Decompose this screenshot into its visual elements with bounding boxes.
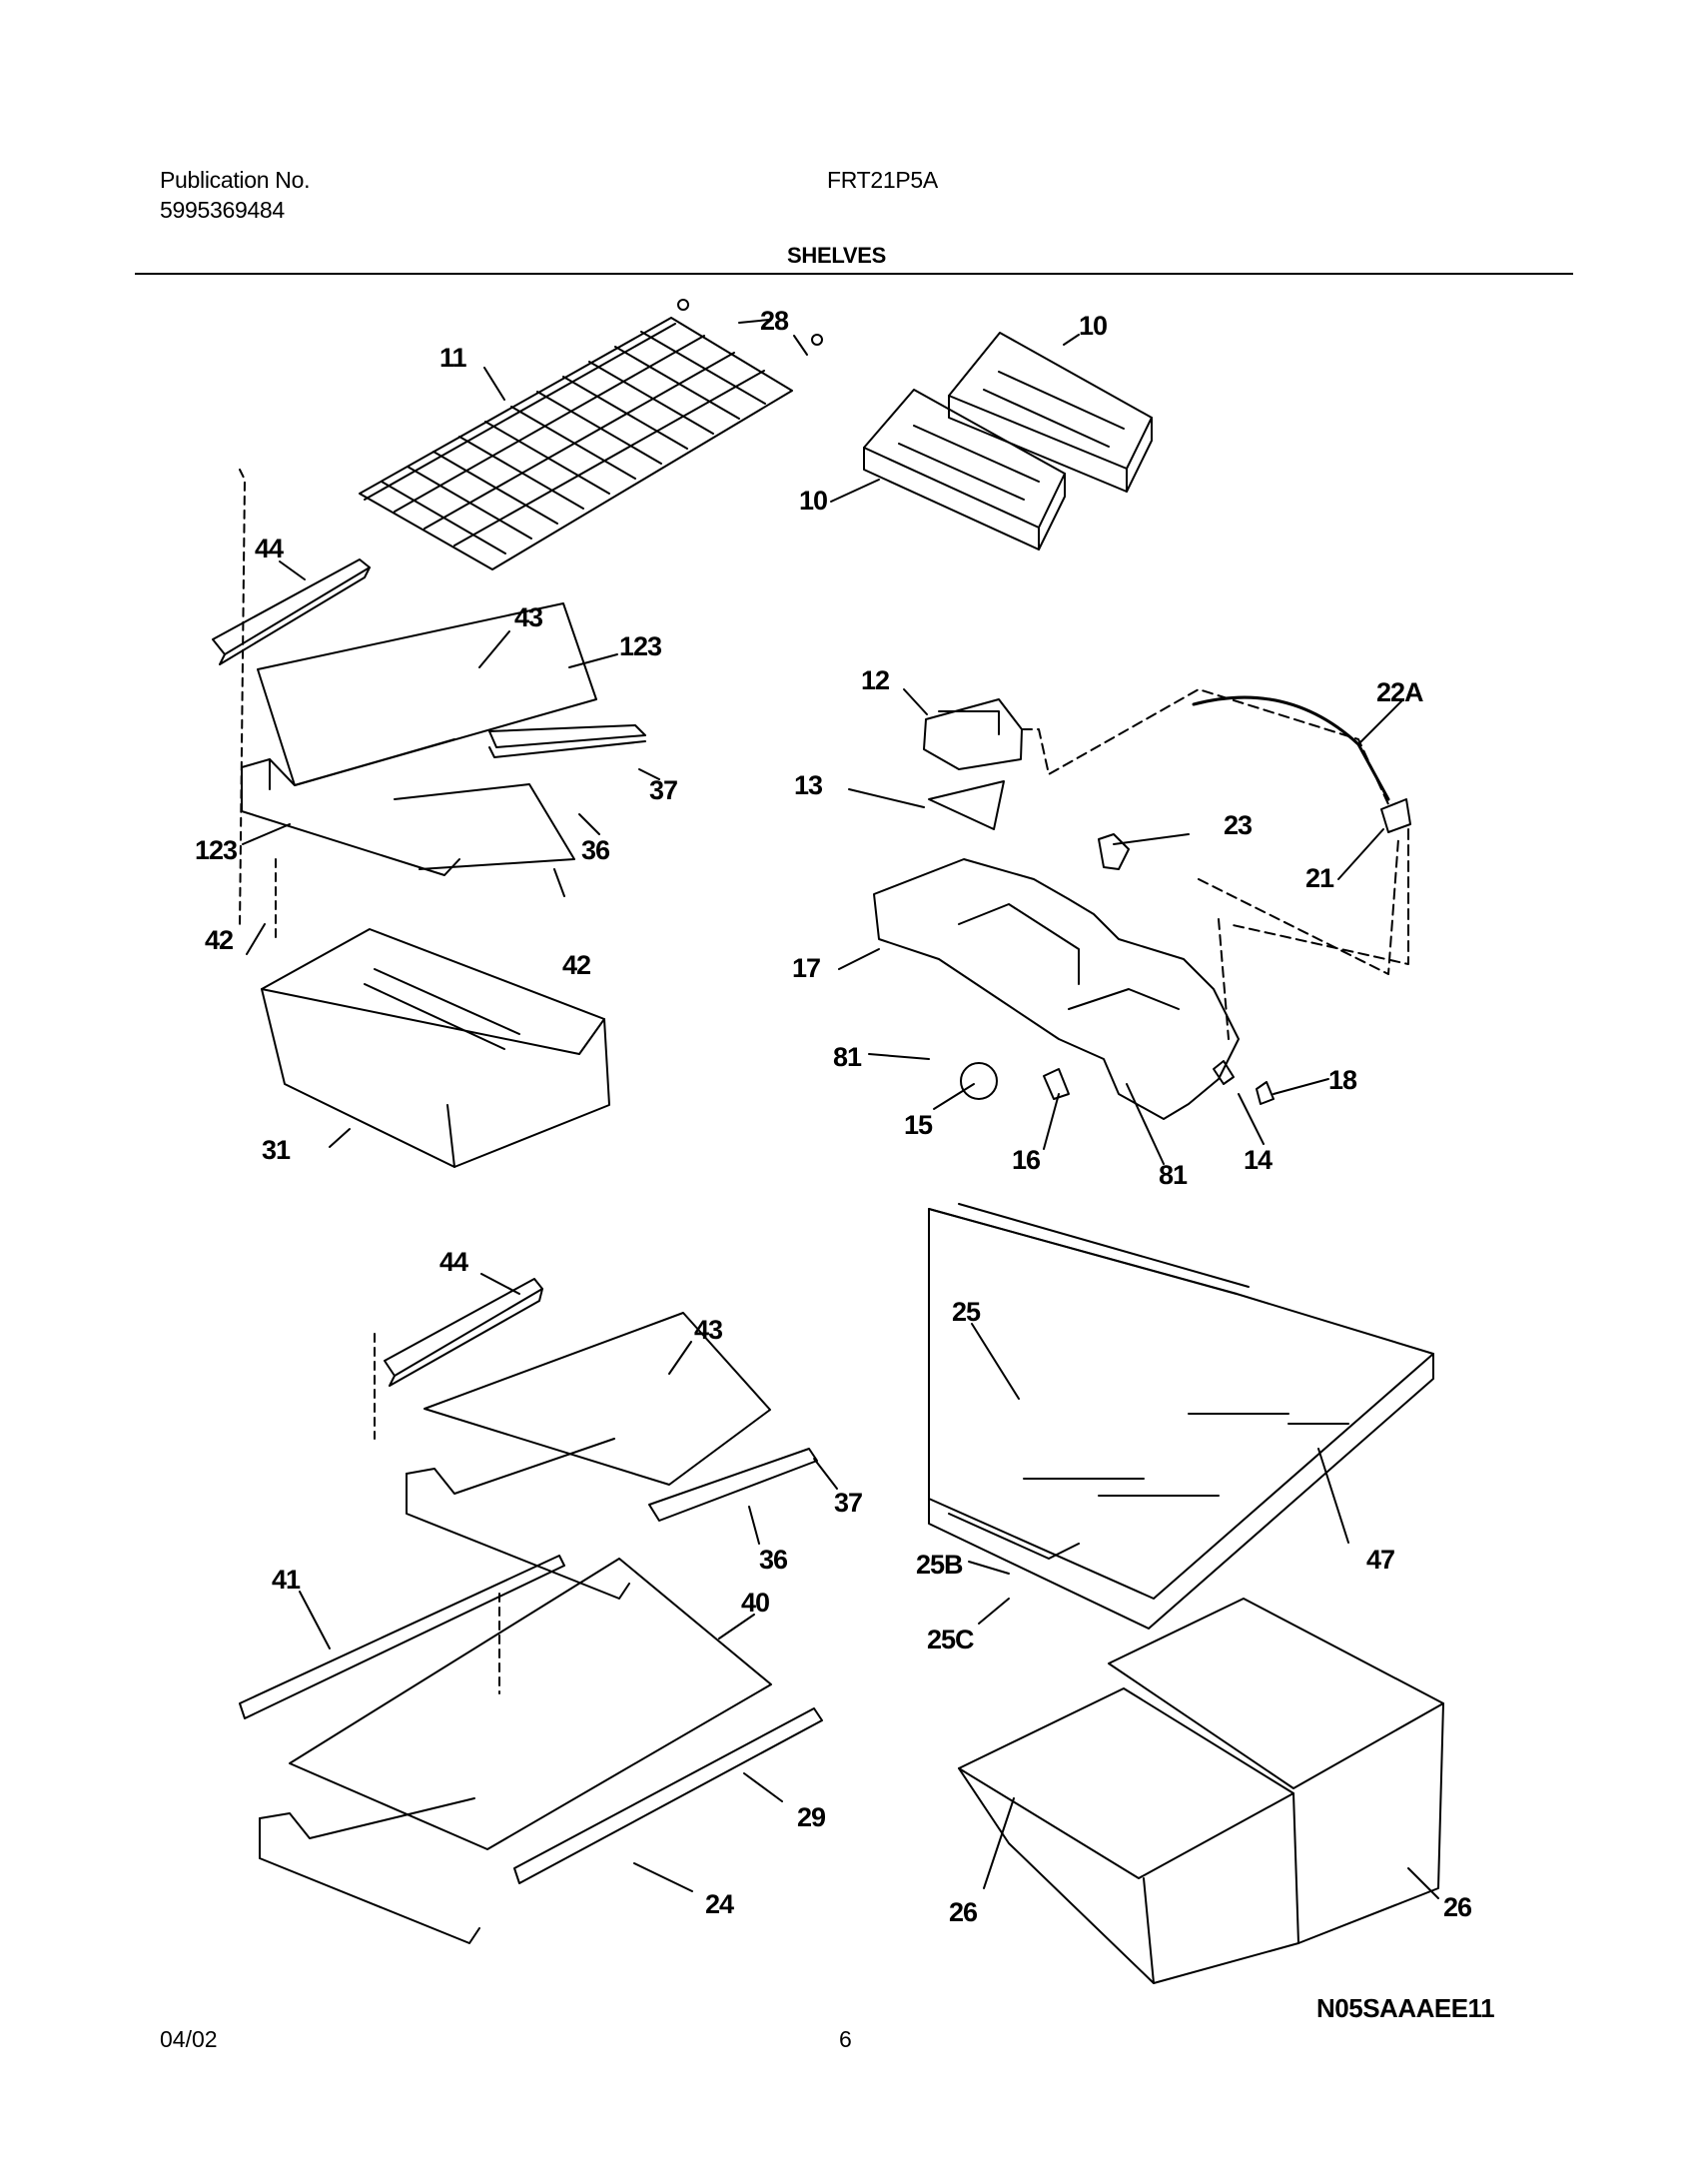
callout-43: 43 xyxy=(514,602,543,632)
callout-22A: 22A xyxy=(1376,677,1423,707)
callout-10: 10 xyxy=(799,486,827,516)
callout-labels: 28 11 10 10 44 43 123 37 36 123 42 42 31… xyxy=(195,306,1473,1927)
crisper-cover xyxy=(928,1203,1434,1630)
crisper-drawer-left xyxy=(958,1687,1299,1984)
upper-left-shelf-assembly xyxy=(212,469,646,940)
callout-14: 14 xyxy=(1244,1145,1273,1175)
callout-24: 24 xyxy=(705,1889,734,1919)
callout-37: 37 xyxy=(649,775,677,805)
ice-tray-front xyxy=(863,389,1066,550)
callout-81: 81 xyxy=(1159,1160,1188,1190)
callout-11: 11 xyxy=(439,343,467,373)
callout-10: 10 xyxy=(1079,311,1107,341)
callout-41: 41 xyxy=(272,1565,301,1595)
diagram-code: N05SAAAEE11 xyxy=(1316,1993,1495,2023)
callout-44: 44 xyxy=(255,534,284,563)
leader-lines xyxy=(242,319,1439,1899)
ice-maker-assembly xyxy=(873,688,1411,1120)
section-title: SHELVES xyxy=(787,243,886,268)
callout-15: 15 xyxy=(904,1110,933,1140)
callout-29: 29 xyxy=(797,1802,826,1832)
ice-tray-back xyxy=(948,332,1153,493)
callout-44: 44 xyxy=(439,1247,468,1277)
freezer-drawer xyxy=(261,928,610,1168)
lower-left-shelf-assembly xyxy=(239,1278,823,1944)
wire-shelf xyxy=(359,299,823,570)
callout-21: 21 xyxy=(1305,863,1334,893)
header-rule xyxy=(135,273,1573,275)
callout-28: 28 xyxy=(760,306,789,336)
publication-number: 5995369484 xyxy=(160,197,285,223)
callout-18: 18 xyxy=(1328,1065,1357,1095)
callout-47: 47 xyxy=(1366,1545,1394,1575)
callout-36: 36 xyxy=(759,1545,788,1575)
callout-26: 26 xyxy=(949,1897,978,1927)
page-number: 6 xyxy=(839,2026,852,2052)
callout-26: 26 xyxy=(1443,1892,1472,1922)
publication-label: Publication No. xyxy=(160,167,311,193)
crisper-drawer-right xyxy=(1108,1598,1444,1944)
callout-42: 42 xyxy=(562,950,590,980)
callout-37: 37 xyxy=(834,1488,862,1518)
footer-date: 04/02 xyxy=(160,2026,218,2052)
model-number: FRT21P5A xyxy=(827,167,938,193)
callout-42: 42 xyxy=(205,925,233,955)
callout-31: 31 xyxy=(262,1135,291,1165)
callout-43: 43 xyxy=(694,1315,723,1345)
callout-123: 123 xyxy=(195,835,238,865)
callout-13: 13 xyxy=(794,770,823,800)
callout-25B: 25B xyxy=(916,1550,963,1580)
callout-25: 25 xyxy=(952,1297,981,1327)
callout-36: 36 xyxy=(581,835,610,865)
callout-12: 12 xyxy=(861,665,889,695)
callout-16: 16 xyxy=(1012,1145,1041,1175)
callout-23: 23 xyxy=(1224,810,1253,840)
callout-81: 81 xyxy=(833,1042,862,1072)
callout-17: 17 xyxy=(792,953,820,983)
callout-123: 123 xyxy=(619,631,662,661)
callout-25C: 25C xyxy=(927,1625,974,1654)
callout-40: 40 xyxy=(741,1588,769,1618)
